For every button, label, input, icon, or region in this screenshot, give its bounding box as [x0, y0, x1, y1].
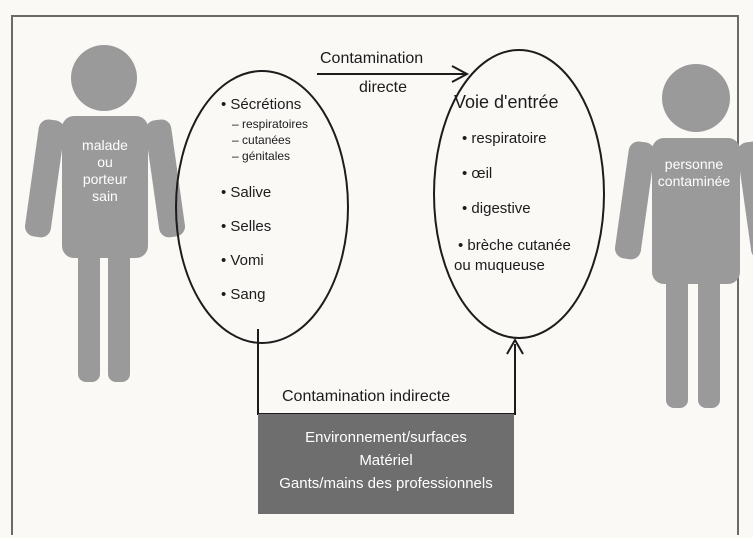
- source-item: Selles: [221, 218, 271, 235]
- source-item: Sang: [221, 286, 265, 303]
- source-subitem: cutanées: [232, 133, 291, 147]
- source-item: Vomi: [221, 252, 263, 269]
- target-person-figure: [614, 64, 753, 408]
- direct-label-line2: directe: [359, 79, 408, 96]
- target-person-label: personne contaminée: [657, 156, 731, 189]
- entry-ellipse: [433, 49, 605, 339]
- source-person-label: malade ou porteur sain: [82, 137, 128, 204]
- vector-line: Environnement/surfaces: [305, 429, 467, 446]
- direct-label-line1: Contamination: [320, 50, 424, 67]
- sources-ellipse: [175, 70, 349, 344]
- source-subitem: génitales: [232, 149, 290, 163]
- source-item: Sécrétions: [221, 96, 301, 113]
- entry-item: œil: [462, 165, 492, 182]
- source-subitem: respiratoires: [232, 117, 308, 131]
- vector-line: Matériel: [359, 452, 413, 469]
- entry-item: brèche cutanée: [458, 237, 570, 254]
- entry-item: digestive: [462, 200, 530, 217]
- entry-item: respiratoire: [462, 130, 546, 147]
- entry-item-continuation: ou muqueuse: [454, 257, 545, 274]
- direct-arrow: [317, 65, 470, 83]
- source-person-figure: [24, 45, 186, 382]
- vector-line: Gants/mains des professionnels: [279, 475, 493, 492]
- indirect-title: Contamination indirecte: [282, 388, 451, 405]
- source-item: Salive: [221, 184, 271, 201]
- entry-title: Voie d'entrée: [454, 92, 559, 112]
- indirect-vectors-box: Environnement/surfaces Matériel Gants/ma…: [258, 414, 514, 514]
